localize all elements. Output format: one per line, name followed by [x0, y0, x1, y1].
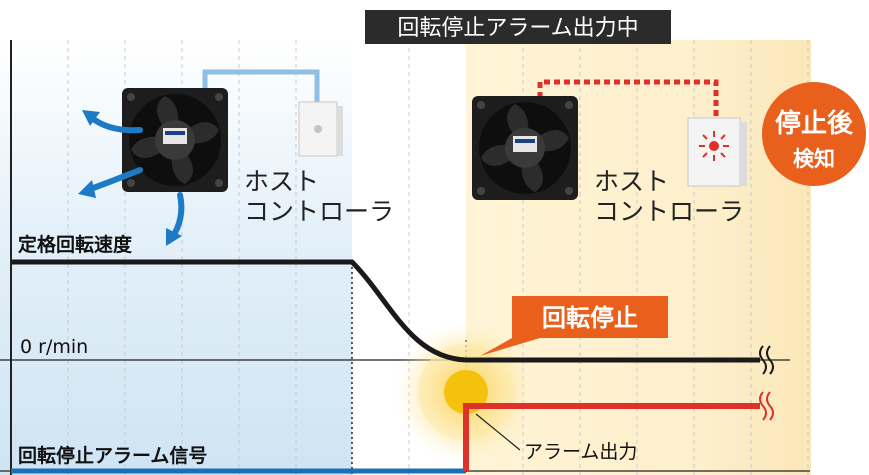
left-controller-label-2: コントローラ: [244, 197, 394, 226]
left-controller-label-1: ホスト: [244, 167, 319, 196]
speed-curve: [11, 259, 760, 363]
right-cable: [537, 79, 719, 118]
left-fan: [122, 88, 228, 192]
right-controller-label-1: ホスト: [594, 167, 669, 196]
banner-box: [365, 10, 671, 44]
right-controller-label-2: コントローラ: [594, 197, 744, 226]
alarm-output-label: アラーム出力: [524, 441, 637, 463]
left-controller: [298, 101, 343, 157]
banner-text: 回転停止アラーム出力中: [397, 16, 638, 41]
signal-alarm-line: [463, 403, 760, 471]
alarm-light-icon: [699, 131, 729, 161]
signal-break-mark: [759, 391, 774, 421]
stop-callout-pointer: [480, 338, 540, 356]
badge-line-1: 停止後: [775, 108, 854, 139]
zero-speed-label: 0 r/min: [20, 336, 88, 358]
stop-callout-text: 回転停止: [542, 304, 638, 332]
right-fan: [472, 96, 578, 200]
badge-line-2: 検知: [793, 147, 835, 171]
detect-after-stop-badge: [762, 82, 866, 186]
rated-speed-label: 定格回転速度: [18, 233, 133, 256]
speed-break-mark: [759, 345, 774, 375]
alarm-output-leader: [475, 413, 521, 451]
right-controller: [687, 117, 747, 187]
alarm-signal-label: 回転停止アラーム信号: [18, 444, 207, 467]
stop-callout-box: [512, 296, 668, 338]
